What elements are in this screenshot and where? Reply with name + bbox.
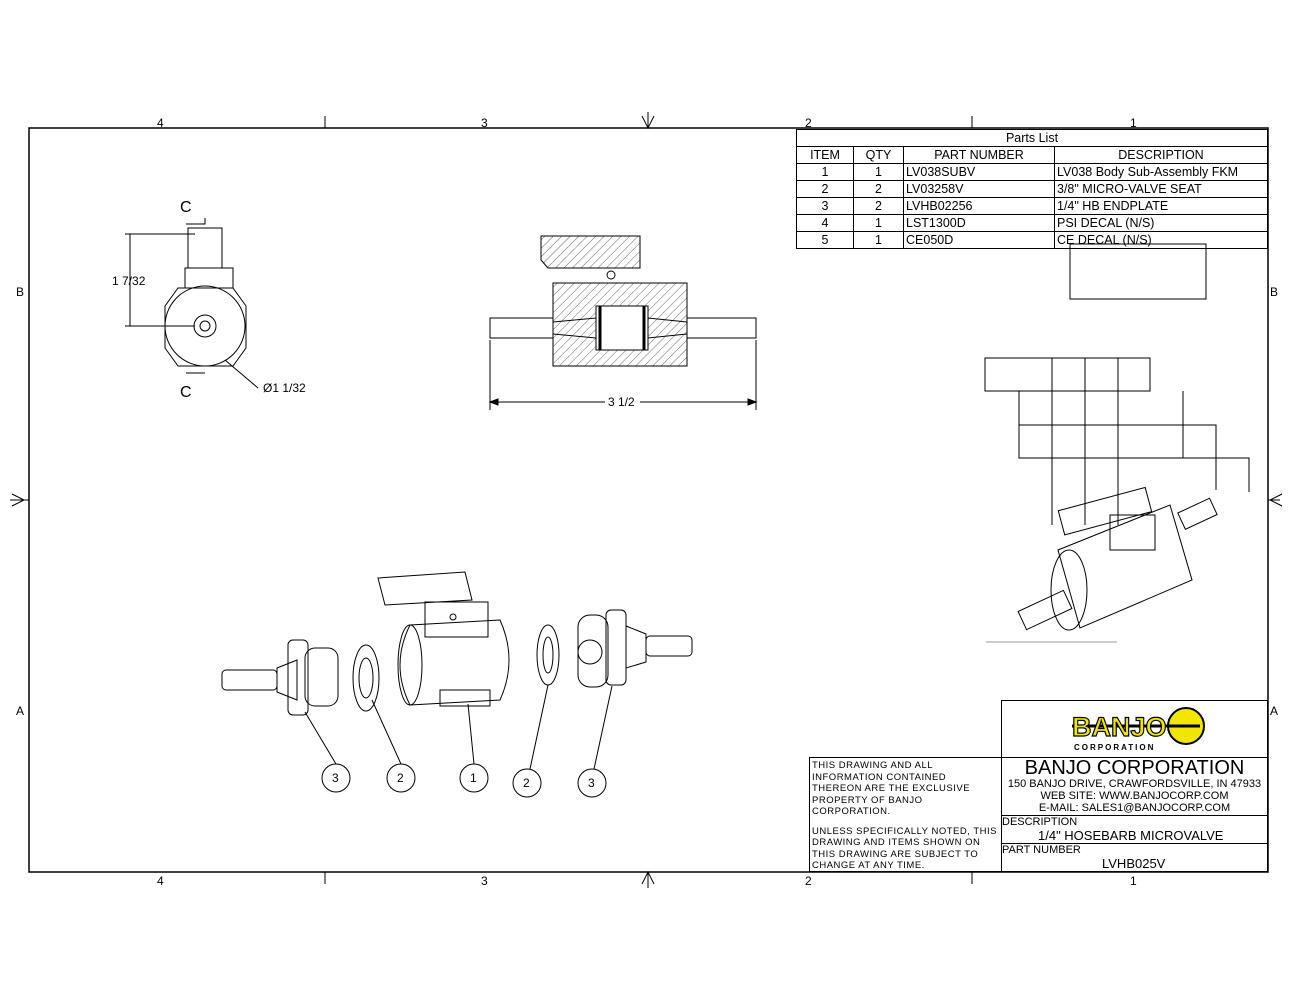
company-website: WEB SITE: WWW.BANJOCORP.COM xyxy=(1040,790,1229,802)
description-label: DESCRIPTION xyxy=(1002,816,1078,828)
header-description: DESCRIPTION xyxy=(1054,146,1268,164)
zone-row-a-right: A xyxy=(1270,704,1279,718)
svg-text:CORPORATION: CORPORATION xyxy=(1074,743,1155,752)
cell-qty: 1 xyxy=(853,163,904,181)
zone-ticks xyxy=(10,112,1283,888)
logo-box xyxy=(1001,700,1268,758)
cell-item: 3 xyxy=(796,197,854,215)
section-label-top: C xyxy=(180,199,192,216)
exploded-view xyxy=(221,571,693,798)
part-number-value: LVHB025V xyxy=(1102,856,1166,871)
company-box: BANJO CORPORATION 150 BANJO DRIVE, CRAWF… xyxy=(1001,757,1268,816)
company-address: 150 BANJO DRIVE, CRAWFORDSVILLE, IN 4793… xyxy=(1007,778,1262,790)
header-part-number: PART NUMBER xyxy=(903,146,1055,164)
header-qty: QTY xyxy=(853,146,904,164)
zone-row-b-right: B xyxy=(1270,285,1279,299)
zone-col-1-bottom: 1 xyxy=(1130,874,1137,888)
company-email: E-MAIL: SALES1@BANJOCORP.COM xyxy=(1038,802,1231,814)
cell-item: 4 xyxy=(796,214,854,232)
cell-part-number: CE050D xyxy=(903,231,1055,249)
parts-list-title: Parts List xyxy=(796,129,1268,147)
zone-col-4: 4 xyxy=(157,116,164,130)
cell-description: 1/4" HB ENDPLATE xyxy=(1054,197,1268,215)
cell-part-number: LV038SUBV xyxy=(903,163,1055,181)
section-label-bottom: C xyxy=(180,384,192,401)
balloon-2b: 2 xyxy=(523,776,530,790)
zone-row-a: A xyxy=(16,704,25,718)
cell-part-number: LV03258V xyxy=(903,180,1055,198)
isometric-view xyxy=(984,243,1250,643)
balloon-1: 1 xyxy=(470,771,477,785)
cell-description: CE DECAL (N/S) xyxy=(1054,231,1268,249)
zone-col-2: 2 xyxy=(805,116,812,130)
part-number-box: PART NUMBER LVHB025V xyxy=(1001,843,1268,872)
dim-length: 3 1/2 xyxy=(608,395,635,409)
description-value: 1/4" HOSEBARB MICROVALVE xyxy=(1038,828,1224,843)
cell-qty: 2 xyxy=(853,197,904,215)
cell-description: 3/8" MICRO-VALVE SEAT xyxy=(1054,180,1268,198)
parts-list-table: Parts List ITEM QTY PART NUMBER DESCRIPT… xyxy=(796,129,1268,249)
dim-diameter: Ø1 1/32 xyxy=(263,381,306,395)
zone-col-2-bottom: 2 xyxy=(805,874,812,888)
balloon-3b: 3 xyxy=(588,776,595,790)
cell-item: 2 xyxy=(796,180,854,198)
cell-description: LV038 Body Sub-Assembly FKM xyxy=(1054,163,1268,181)
zone-col-4-bottom: 4 xyxy=(157,874,164,888)
notes-property: THIS DRAWING AND ALL INFORMATION CONTAIN… xyxy=(812,760,971,817)
header-item: ITEM xyxy=(796,146,854,164)
company-name: BANJO CORPORATION xyxy=(1024,757,1245,779)
balloon-3: 3 xyxy=(332,771,339,785)
zone-col-3-bottom: 3 xyxy=(481,874,488,888)
notes-change: UNLESS SPECIFICALLY NOTED, THIS DRAWING … xyxy=(812,825,997,872)
cell-description: PSI DECAL (N/S) xyxy=(1054,214,1268,232)
description-box: DESCRIPTION 1/4" HOSEBARB MICROVALVE xyxy=(1001,815,1268,844)
dim-height: 1 7/32 xyxy=(112,274,146,288)
cell-item: 5 xyxy=(796,231,854,249)
cell-qty: 1 xyxy=(853,231,904,249)
zone-row-b: B xyxy=(16,285,25,299)
cell-part-number: LVHB02256 xyxy=(903,197,1055,215)
banjo-logo: BANJO CORPORATION xyxy=(1071,707,1205,752)
end-view xyxy=(125,218,259,389)
part-number-label: PART NUMBER xyxy=(1002,844,1081,856)
section-view xyxy=(488,235,758,410)
zone-col-3: 3 xyxy=(481,116,488,130)
zone-col-1: 1 xyxy=(1130,116,1137,130)
cell-qty: 1 xyxy=(853,214,904,232)
balloon-2: 2 xyxy=(397,771,404,785)
cell-part-number: LST1300D xyxy=(903,214,1055,232)
cell-qty: 2 xyxy=(853,180,904,198)
notes-box: THIS DRAWING AND ALL INFORMATION CONTAIN… xyxy=(809,757,1002,872)
cell-item: 1 xyxy=(796,163,854,181)
svg-text:BANJO: BANJO xyxy=(1072,712,1167,742)
